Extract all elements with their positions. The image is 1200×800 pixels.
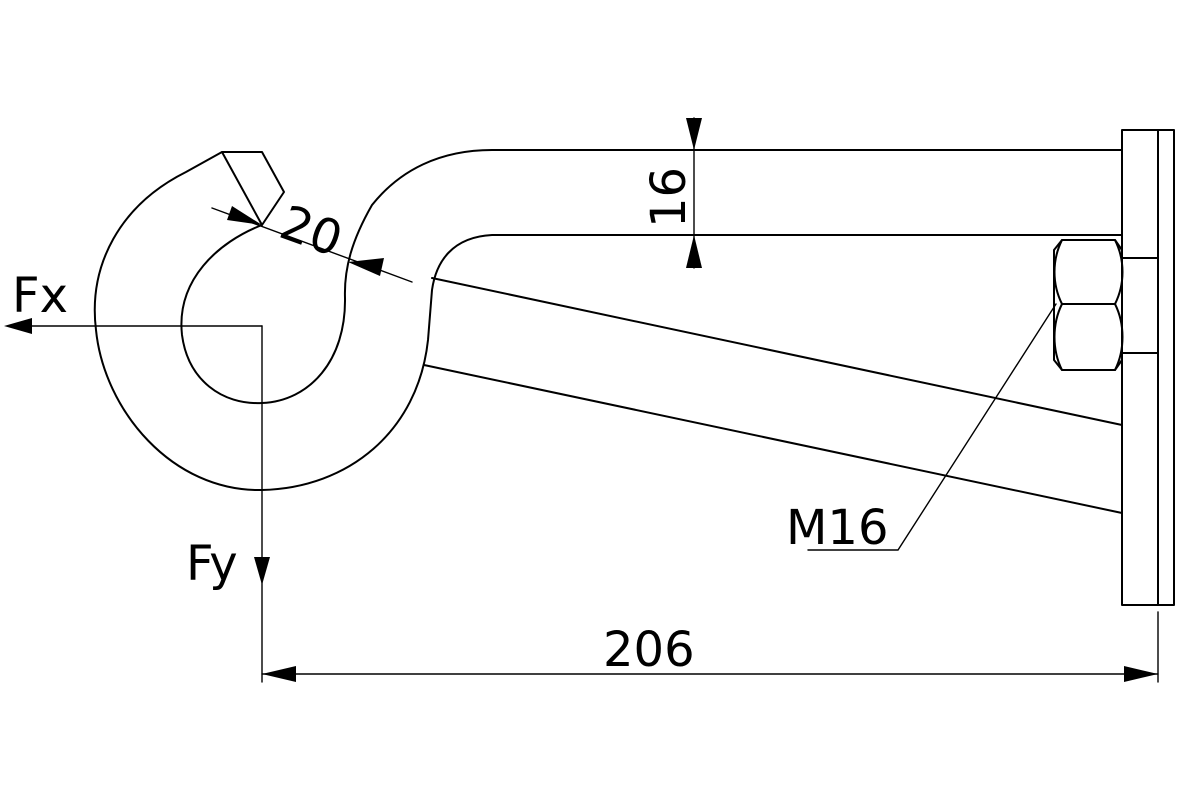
washer [1121,257,1159,354]
fx-label: Fx [12,268,68,324]
callout-nut-thread: M16 [786,303,1057,556]
dimension-hook-gap: 20 [211,195,413,283]
hook-inner-contour [180,149,1123,405]
force-fy: Fy [186,325,270,683]
mounting-plate [1121,129,1175,606]
rod-thickness-arrow-bottom-icon [686,235,702,268]
overall-length-arrow-right-icon [1124,666,1158,682]
fx-arrow-icon [4,318,32,334]
force-fx: Fx [4,268,263,334]
mounting-plate-front [1121,129,1159,606]
hook-gap-arrow-right-icon [348,258,384,276]
strut-upper-edge [431,277,1123,426]
nut [1053,239,1159,371]
nut-thread-leader [807,303,1057,551]
support-strut [423,277,1123,514]
fy-label: Fy [186,536,238,592]
rod-thickness-arrow-top-icon [686,118,702,150]
strut-lower-edge [423,364,1123,514]
mounting-plate-back [1157,129,1175,606]
rod-thickness-label: 16 [641,167,697,228]
hook-gap-arrow-left-icon [227,206,262,225]
nut-thread-label: M16 [786,500,889,556]
dimension-rod-thickness: 16 [641,117,702,269]
dimension-overall-length: 206 [261,611,1159,683]
hook-gap-label: 20 [273,195,350,269]
hook-tip [221,151,285,226]
hook-outer-contour [93,151,1123,492]
nut-face-1 [1053,239,1063,305]
nut-face-3 [1053,303,1063,371]
hook [93,149,1123,492]
fy-arrow-icon [254,557,270,585]
overall-length-label: 206 [603,622,695,678]
overall-length-arrow-left-icon [262,666,296,682]
